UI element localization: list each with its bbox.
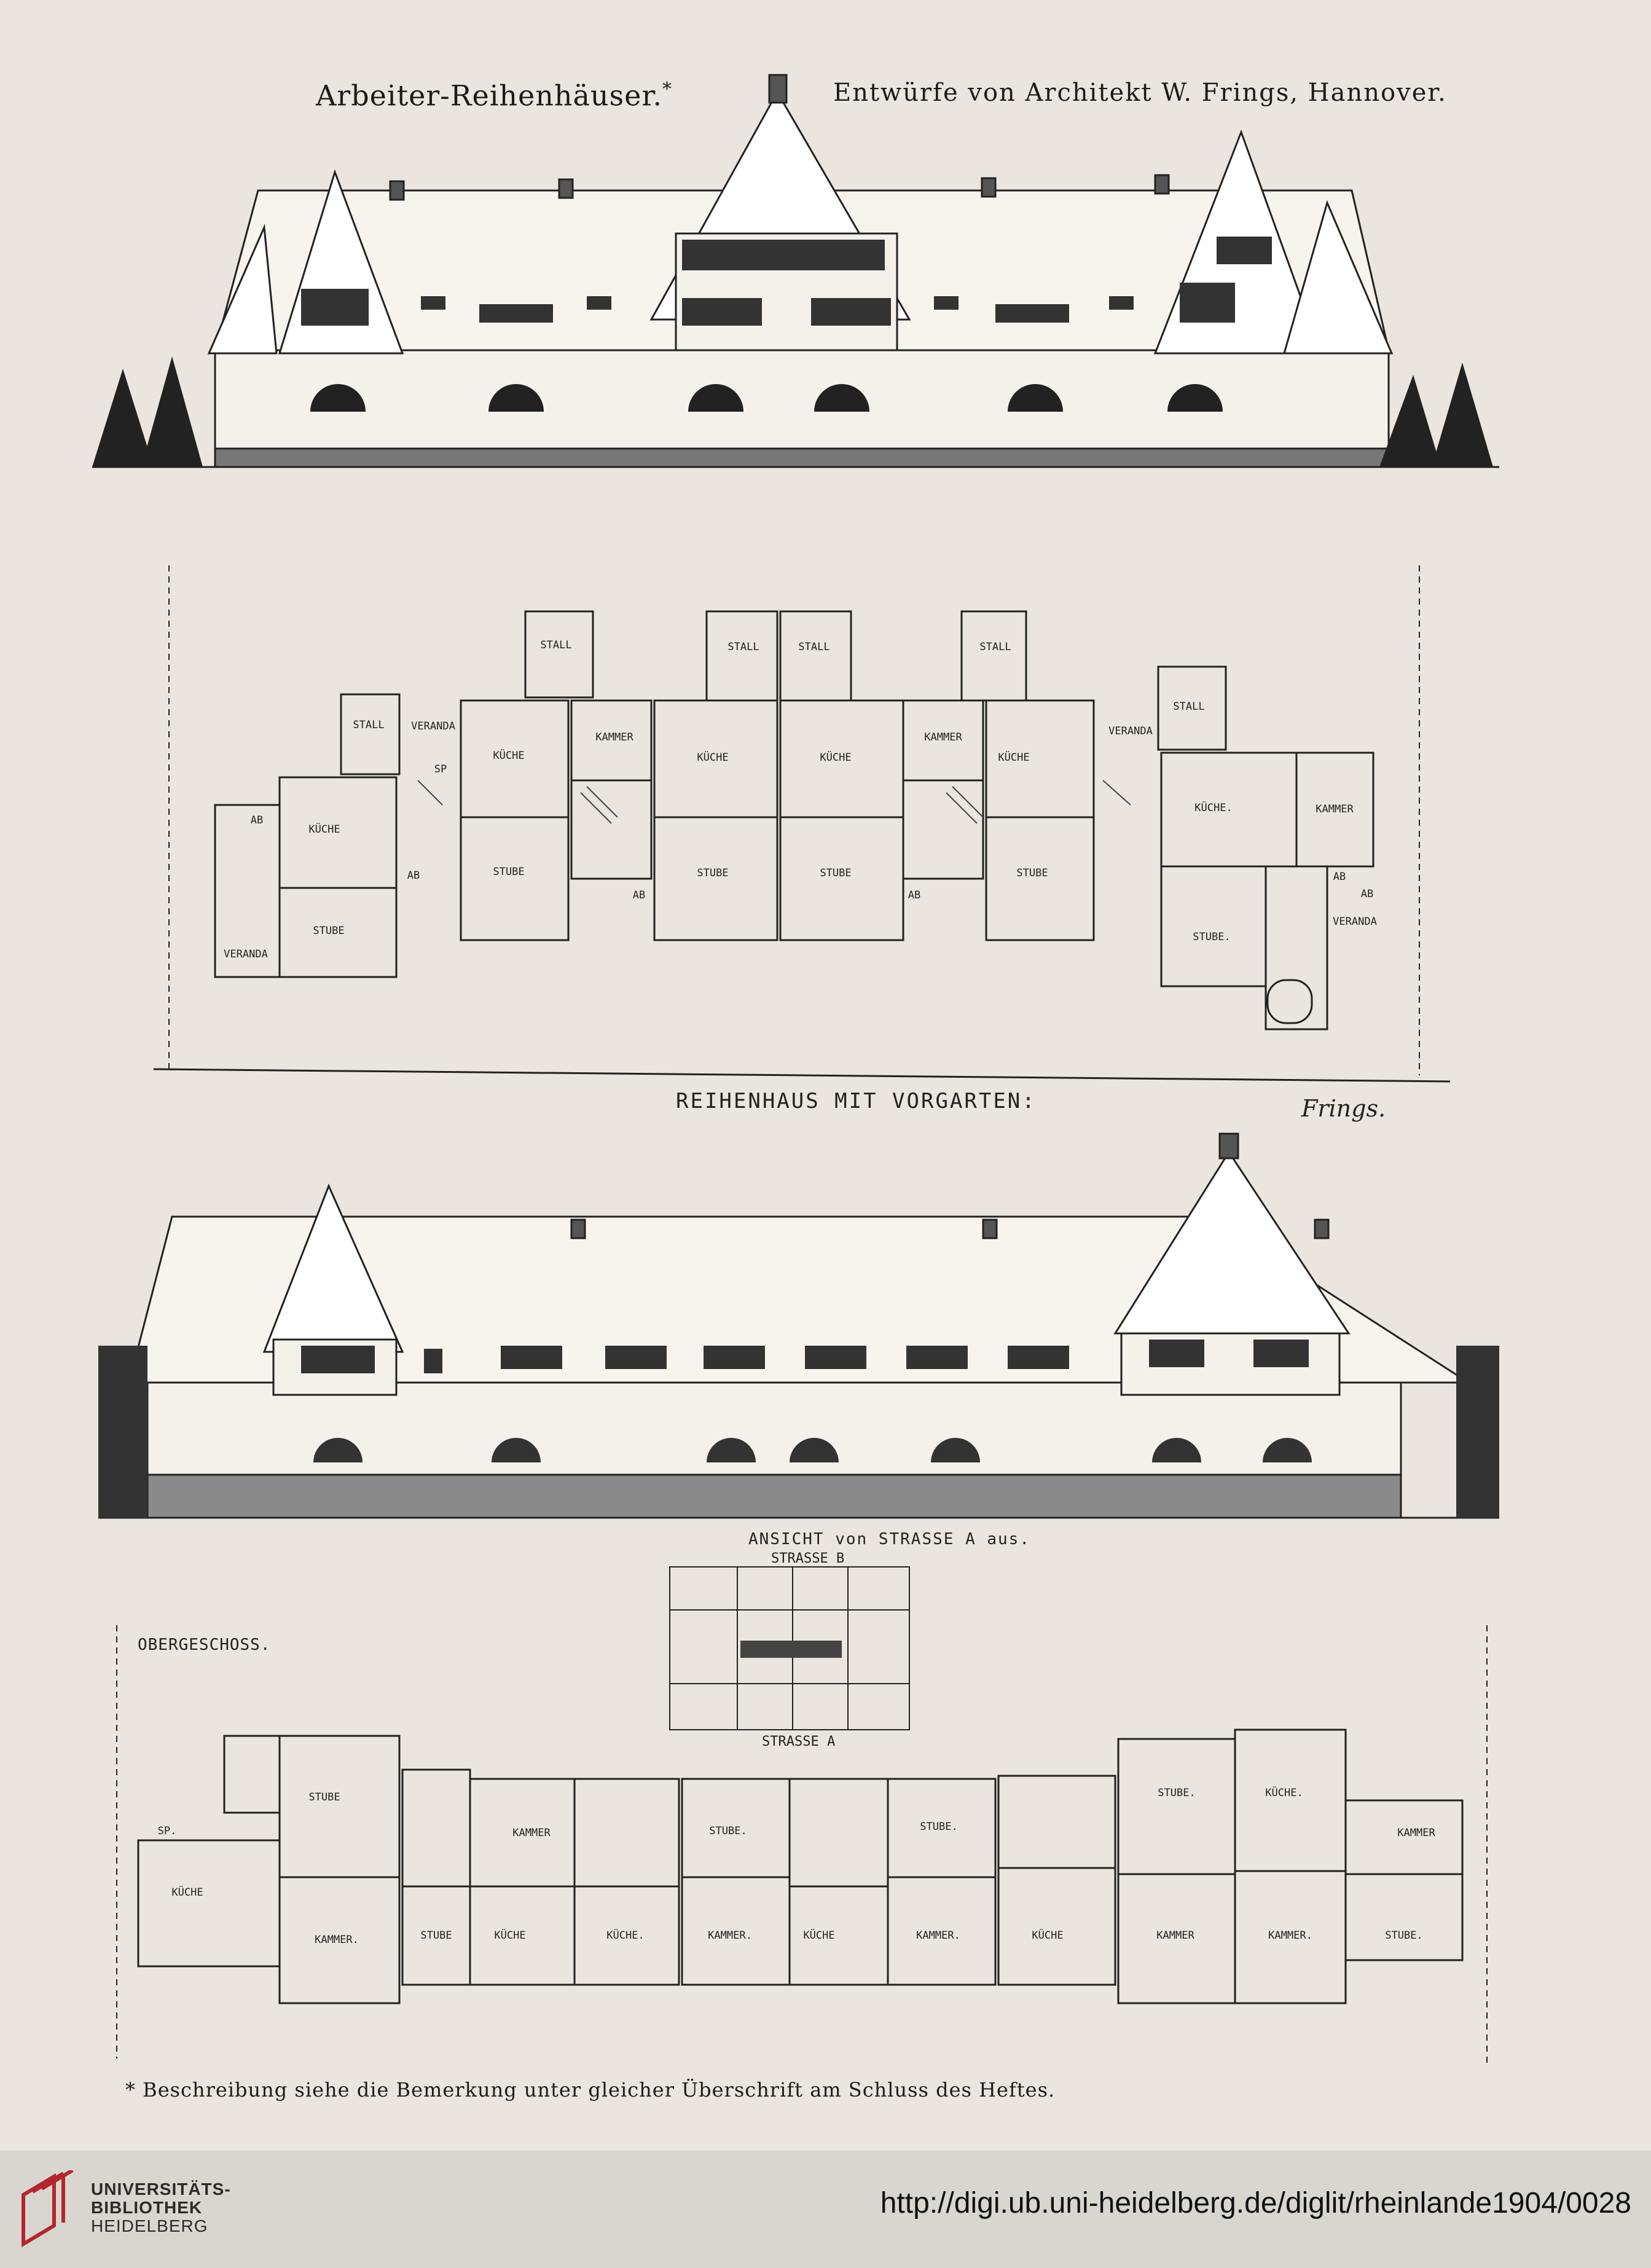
- source-url-link[interactable]: http://digi.ub.uni-heidelberg.de/diglit/…: [880, 2187, 1631, 2219]
- room-label: STUBE.: [1158, 1787, 1195, 1799]
- upper-floor-room-labels: STUBE KÜCHE KAMMER. SP. KAMMER STUBE KÜC…: [158, 1786, 1436, 1946]
- room-label: KÜCHE.: [1194, 801, 1232, 814]
- room-label: AB: [908, 889, 920, 901]
- room-label: KAMMER.: [1268, 1929, 1312, 1942]
- room-label: SP.: [158, 1825, 177, 1837]
- room-label: KAMMER.: [916, 1929, 960, 1942]
- room-label: STALL: [353, 719, 384, 731]
- room-label: KÜCHE: [1032, 1928, 1063, 1942]
- architect-signature: Frings.: [1301, 1095, 1386, 1122]
- room-label: AB: [251, 814, 263, 826]
- room-label: KAMMER: [1316, 803, 1354, 815]
- room-label: AB: [633, 889, 645, 901]
- library-logo-icon: [22, 2170, 74, 2248]
- room-label: VERANDA: [224, 948, 268, 960]
- room-label: KÜCHE: [308, 822, 340, 836]
- room-label: STUBE: [820, 867, 851, 879]
- room-label: STALL: [979, 641, 1011, 653]
- room-label: STUBE.: [1385, 1929, 1422, 1942]
- room-label: KAMMER: [1397, 1827, 1435, 1839]
- room-label: KÜCHE.: [606, 1928, 644, 1942]
- room-label: AB: [1361, 888, 1373, 900]
- footnote: * Beschreibung siehe die Bemerkung unter…: [125, 2078, 1056, 2101]
- room-label: VERANDA: [411, 720, 455, 732]
- room-label: KAMMER.: [315, 1934, 359, 1946]
- room-label: KAMMER: [924, 731, 962, 744]
- room-label: KAMMER: [1156, 1929, 1194, 1942]
- room-label: STUBE.: [920, 1821, 957, 1833]
- room-label: STUBE: [493, 866, 524, 878]
- room-label: KÜCHE: [803, 1928, 834, 1942]
- plate-subtitle: Entwürfe von Architekt W. Frings, Hannov…: [833, 79, 1447, 107]
- room-label: KÜCHE: [171, 1885, 203, 1899]
- room-label: KÜCHE: [494, 1928, 525, 1942]
- rear-elevation-drawing: [92, 74, 1499, 2065]
- plate-title: Arbeiter-Reihenhäuser.*: [316, 79, 672, 112]
- room-label: STUBE.: [1193, 931, 1230, 943]
- room-label: STALL: [1173, 700, 1204, 713]
- site-plan-label-bottom: STRASSE A: [762, 1734, 836, 1749]
- room-label: STALL: [798, 641, 829, 653]
- room-label: STUBE: [308, 1791, 340, 1803]
- room-label: STUBE: [697, 867, 728, 879]
- digitization-footer: UNIVERSITÄTS- BIBLIOTHEK HEIDELBERG http…: [0, 2151, 1651, 2268]
- room-label: STUBE: [420, 1929, 452, 1942]
- room-label: STUBE: [313, 925, 344, 937]
- room-label: KAMMER: [595, 731, 633, 744]
- room-label: KÜCHE: [998, 750, 1029, 764]
- room-label: AB: [407, 869, 420, 882]
- room-label: KAMMER: [512, 1827, 551, 1839]
- ground-plan-caption: REIHENHAUS MIT VORGARTEN:: [676, 1089, 1037, 1113]
- ground-floor-room-labels: STALL STALL STALL STALL STALL STALL VERA…: [224, 639, 1377, 960]
- room-label: SP: [434, 763, 447, 775]
- room-label: KÜCHE: [493, 748, 524, 762]
- room-label: STALL: [727, 641, 759, 653]
- site-plan-label-top: STRASSE B: [771, 1551, 845, 1566]
- room-label: KÜCHE.: [1265, 1786, 1303, 1799]
- room-label: KÜCHE: [697, 750, 728, 764]
- room-label: KAMMER.: [708, 1929, 752, 1942]
- room-label: KÜCHE: [820, 750, 851, 764]
- upper-floor-label: OBERGESCHOSS.: [138, 1636, 271, 1654]
- elevation-caption: ANSICHT von STRASSE A aus.: [748, 1530, 1030, 1548]
- room-label: AB: [1333, 871, 1346, 883]
- library-name: UNIVERSITÄTS- BIBLIOTHEK HEIDELBERG: [91, 2180, 231, 2235]
- room-label: STUBE.: [709, 1825, 747, 1837]
- scanned-plate: Arbeiter-Reihenhäuser.* Entwürfe von Arc…: [92, 74, 1499, 2101]
- room-label: VERANDA: [1333, 916, 1377, 928]
- room-label: VERANDA: [1108, 725, 1153, 737]
- room-label: STUBE: [1016, 867, 1048, 879]
- room-label: STALL: [540, 639, 571, 651]
